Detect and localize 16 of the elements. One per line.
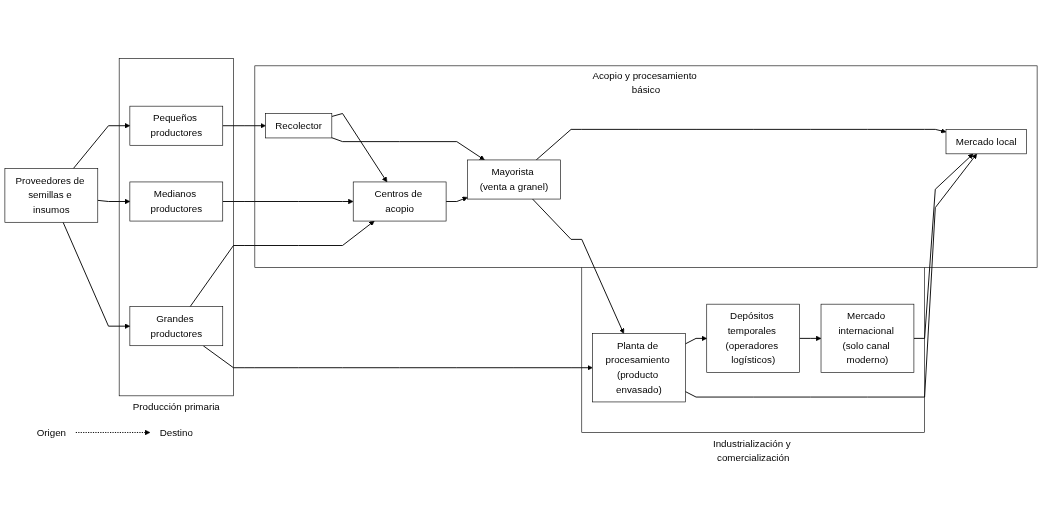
node-box: Mayorista (venta a granel)	[467, 159, 561, 200]
node-box: Centros de acopio	[352, 181, 447, 222]
node-box: Proveedores de semillas e insumos	[4, 168, 99, 223]
node-text: Origen	[36, 427, 67, 438]
node-box: Mercado internacional (solo canal moderno)	[820, 303, 915, 373]
node-label: Producción primaria	[132, 401, 220, 412]
node-box: Planta de procesamiento (producto envasado)	[592, 333, 686, 403]
node-box: Pequeños productores	[129, 105, 224, 146]
cluster	[118, 58, 234, 397]
node-box: Recolector	[265, 113, 333, 139]
node-text: Destino	[159, 427, 193, 438]
node-box: Medianos productores	[129, 181, 224, 222]
node-box: Grandes productores	[129, 306, 224, 347]
node-box: Depósitos temporales (operadores logísticos)	[706, 303, 800, 373]
node-label: Industrialización y comercialización	[712, 438, 791, 464]
node-box: Mercado local	[945, 129, 1027, 155]
